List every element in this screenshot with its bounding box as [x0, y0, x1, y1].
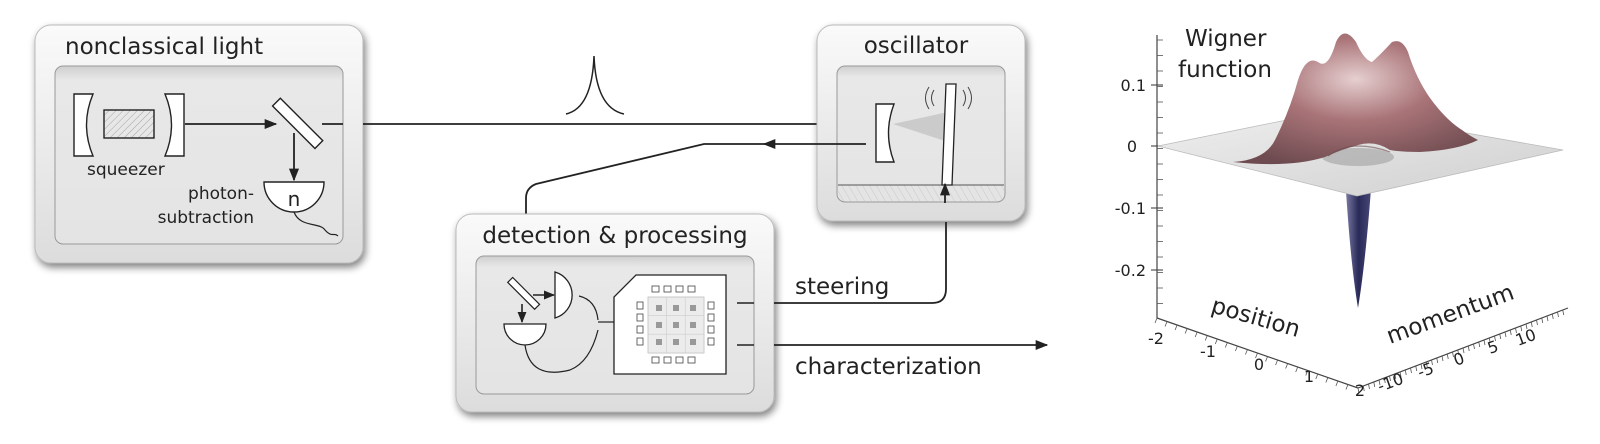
wigner-function-plot: 0.1 0 -0.1 -0.2 Wigner function position… — [1115, 26, 1569, 400]
z-tick-label: 0 — [1127, 137, 1137, 156]
pulse-shape-icon — [565, 55, 625, 115]
position-tick-label: 0 — [1254, 355, 1264, 374]
wigner-title-line1: Wigner — [1185, 26, 1267, 52]
z-tick-label: 0.1 — [1121, 76, 1146, 95]
photon-subtraction-label-2: subtraction — [158, 208, 254, 228]
oscillator-panel: oscillator — [816, 24, 1026, 222]
photon-number-symbol: n — [288, 187, 301, 211]
z-tick-label: -0.2 — [1115, 261, 1146, 280]
wigner-title-line2: function — [1178, 57, 1272, 83]
z-tick-label: -0.1 — [1115, 199, 1146, 218]
nonclassical-light-panel: nonclassical light squeezer n photon- su… — [34, 24, 364, 264]
steering-line — [774, 222, 947, 304]
momentum-tick-label: -5 — [1415, 358, 1436, 381]
mechanical-membrane-icon — [925, 83, 972, 186]
characterization-label: characterization — [795, 354, 982, 380]
position-tick-label: -1 — [1200, 342, 1216, 361]
homodyne-detector-icon — [503, 271, 614, 373]
position-axis-label: position — [1208, 293, 1303, 343]
processor-chip-icon — [613, 274, 727, 375]
optical-beam-cone — [893, 112, 948, 142]
detection-processing-title: detection & processing — [482, 223, 747, 249]
momentum-tick-label: 0 — [1451, 348, 1467, 369]
position-tick-label: -2 — [1148, 329, 1164, 348]
return-line-to-detection — [525, 143, 766, 214]
wigner-negative-dip — [1345, 175, 1372, 308]
steering-label: steering — [795, 274, 889, 300]
position-tick-label: 1 — [1304, 367, 1314, 386]
detection-processing-panel: detection & processing — [455, 213, 775, 413]
squeezer-cavity-icon — [73, 93, 185, 157]
momentum-tick-label: 5 — [1485, 336, 1501, 357]
photon-subtraction-label-1: photon- — [188, 184, 254, 204]
beam-splitter-icon — [271, 97, 324, 150]
wigner-positive-peaks — [1233, 33, 1478, 165]
momentum-axis-label: momentum — [1383, 280, 1517, 350]
position-tick-label: 2 — [1355, 381, 1365, 400]
oscillator-title: oscillator — [864, 33, 969, 59]
squeezer-label: squeezer — [87, 160, 165, 180]
nonclassical-light-title: nonclassical light — [65, 34, 263, 60]
momentum-tick-label: 10 — [1513, 325, 1539, 350]
momentum-tick-label: -10 — [1375, 369, 1406, 396]
cavity-mirror-icon — [875, 103, 896, 163]
photon-counter-icon — [263, 181, 339, 237]
